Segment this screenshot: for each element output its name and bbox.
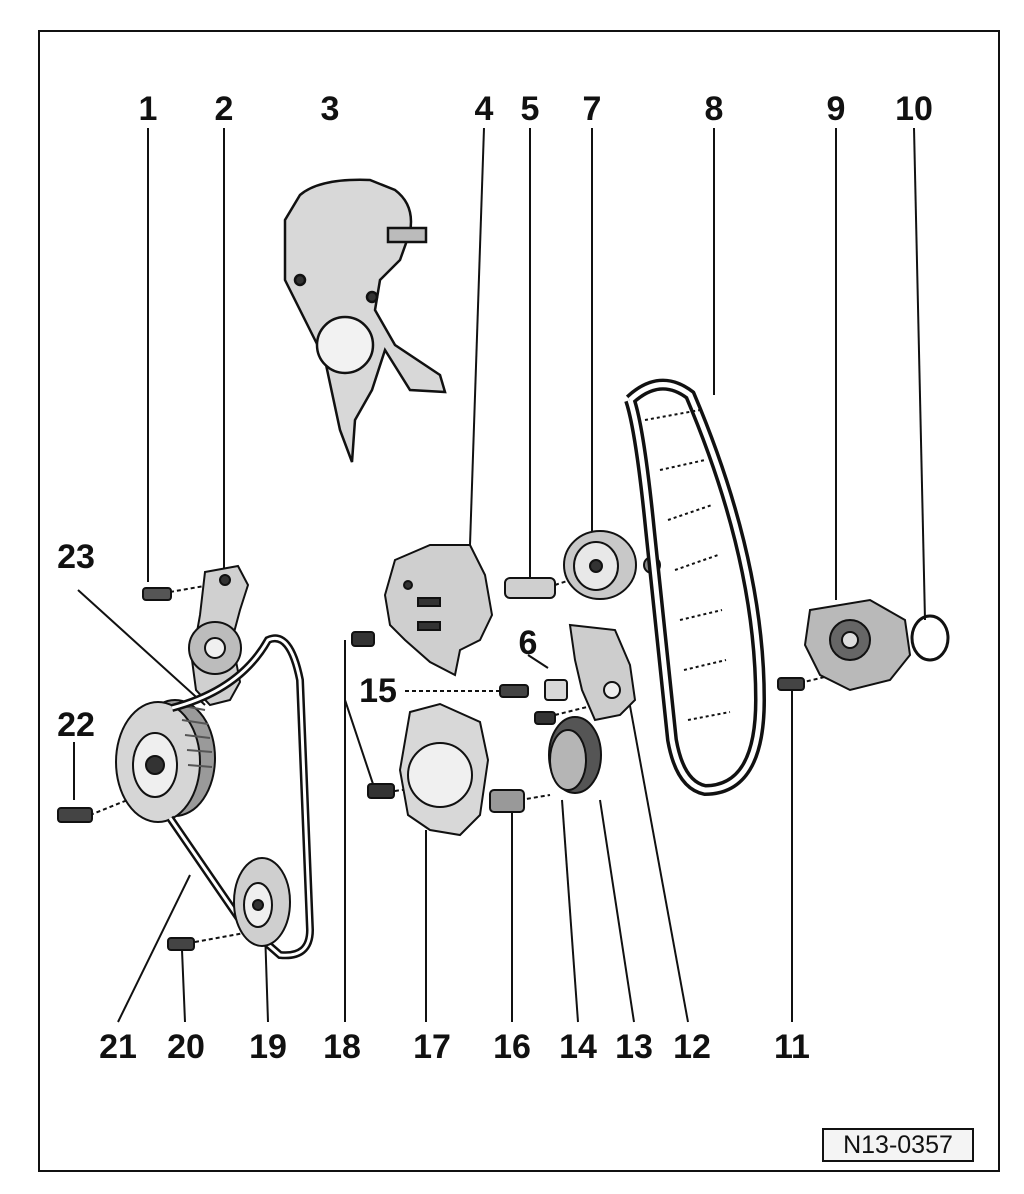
callout-17: 17 — [413, 1028, 451, 1066]
callout-6: 6 — [518, 624, 538, 662]
callout-11: 11 — [774, 1028, 810, 1066]
callout-12: 12 — [673, 1028, 711, 1066]
figure-reference-code: N13-0357 — [822, 1128, 974, 1162]
callout-23: 23 — [57, 538, 95, 576]
callout-10: 10 — [895, 90, 933, 128]
crankshaft-sprocket-assembly — [489, 711, 602, 813]
leader-line-18b — [344, 699, 376, 791]
callout-2: 2 — [214, 90, 234, 128]
bolt-15 — [499, 684, 529, 698]
leader-line-4 — [469, 127, 485, 546]
timing-belt-cover-upper — [283, 178, 447, 463]
tensioner-assembly — [142, 564, 250, 707]
coolant-pump-assembly — [777, 598, 950, 692]
callout-13: 13 — [615, 1028, 653, 1066]
callout-3: 3 — [320, 90, 340, 128]
callout-16: 16 — [493, 1028, 531, 1066]
callout-5: 5 — [520, 90, 540, 128]
tensioning-roller-assembly — [504, 530, 661, 600]
callout-4: 4 — [474, 90, 494, 128]
leader-line-6 — [527, 654, 549, 669]
idler-pulley-lower — [167, 857, 291, 951]
diagram-frame — [38, 30, 1000, 1172]
callout-22: 22 — [57, 706, 95, 744]
callout-1: 1 — [138, 90, 158, 128]
leader-line-23 — [77, 589, 206, 706]
crankshaft-belt-pulley — [57, 699, 216, 823]
belt-guide-bracket — [544, 623, 637, 722]
callout-14: 14 — [559, 1028, 597, 1066]
callout-18: 18 — [323, 1028, 361, 1066]
leader-line-12 — [627, 694, 689, 1023]
callout-8: 8 — [704, 90, 724, 128]
leader-line-13 — [599, 799, 635, 1023]
callout-21: 21 — [99, 1028, 137, 1066]
toothed-timing-belt — [624, 378, 767, 797]
callout-20: 20 — [167, 1028, 205, 1066]
rear-cover-lower — [351, 631, 490, 837]
timing-belt-cover-rear — [383, 544, 494, 677]
leader-line-14 — [561, 799, 579, 1023]
callout-7: 7 — [582, 90, 602, 128]
callout-9: 9 — [826, 90, 846, 128]
callout-19: 19 — [249, 1028, 287, 1066]
leader-line-10 — [913, 127, 926, 621]
leader-line-20 — [181, 949, 186, 1023]
callout-15: 15 — [359, 672, 397, 710]
leader-line-21 — [117, 874, 191, 1023]
